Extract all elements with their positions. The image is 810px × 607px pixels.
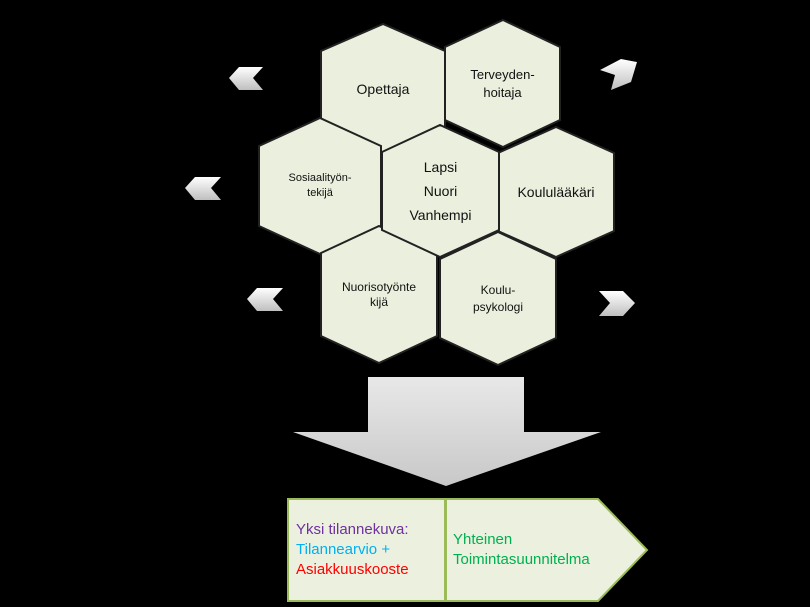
- chevron-left-icon-2: [185, 177, 221, 200]
- hex-terveydenhoitaja: [444, 18, 561, 149]
- chevron-right-icon: [599, 291, 635, 316]
- hex-koululaakari: [497, 125, 615, 259]
- result-left-text: Yksi tilannekuva: Tilannearvio + Asiakku…: [296, 520, 444, 580]
- down-arrow: [293, 377, 601, 486]
- result-right-line1: Yhteinen: [453, 531, 513, 548]
- result-box-right: [445, 498, 649, 602]
- result-box-left: [287, 498, 446, 602]
- result-left-line3: Asiakkuuskooste: [296, 561, 409, 578]
- chevron-left-icon-1: [229, 67, 263, 90]
- result-left-line2: Tilannearvio +: [296, 541, 391, 558]
- hex-center: [381, 123, 500, 259]
- chevron-left-icon-3: [247, 288, 283, 311]
- result-left-line1: Yksi tilannekuva:: [296, 521, 409, 538]
- result-right-text: Yhteinen Toimintasuunnitelma: [453, 530, 633, 570]
- hex-nuorisotyontekija: [320, 224, 438, 365]
- hex-koulupsykologi: [439, 230, 557, 367]
- arrow-up-right-icon: [600, 59, 637, 90]
- result-right-line2: Toimintasuunnitelma: [453, 551, 590, 568]
